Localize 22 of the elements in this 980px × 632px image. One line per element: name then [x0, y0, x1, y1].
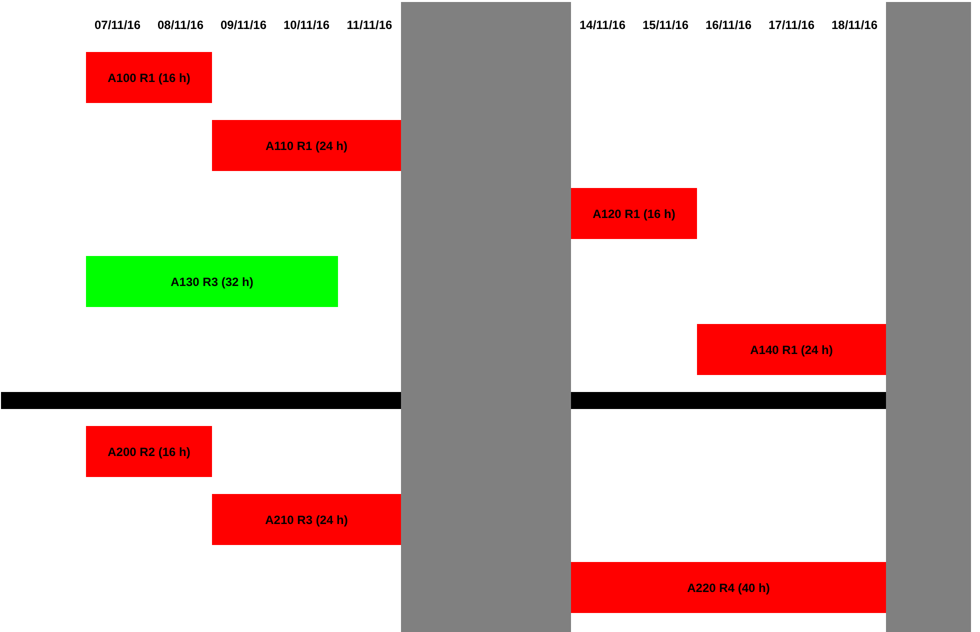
date-label: 09/11/16 [219, 18, 268, 34]
weekend-band [401, 2, 571, 632]
task-bar: A140 R1 (24 h) [697, 324, 886, 375]
date-label: 16/11/16 [704, 18, 753, 34]
date-label: 07/11/16 [93, 18, 142, 34]
date-label: 08/11/16 [156, 18, 205, 34]
separator-bar [571, 392, 886, 409]
date-label: 10/11/16 [282, 18, 331, 34]
task-bar: A120 R1 (16 h) [571, 188, 697, 239]
weekend-band [886, 2, 971, 632]
date-label: 18/11/16 [830, 18, 879, 34]
task-bar: A210 R3 (24 h) [212, 494, 401, 545]
task-bar: A110 R1 (24 h) [212, 120, 401, 171]
date-label: 15/11/16 [641, 18, 690, 34]
separator-bar [1, 392, 401, 409]
date-label: 11/11/16 [346, 18, 394, 34]
date-label: 14/11/16 [578, 18, 627, 34]
task-bar: A100 R1 (16 h) [86, 52, 212, 103]
task-bar: A130 R3 (32 h) [86, 256, 338, 307]
date-label: 17/11/16 [767, 18, 816, 34]
task-bar: A200 R2 (16 h) [86, 426, 212, 477]
task-bar: A220 R4 (40 h) [571, 562, 886, 613]
